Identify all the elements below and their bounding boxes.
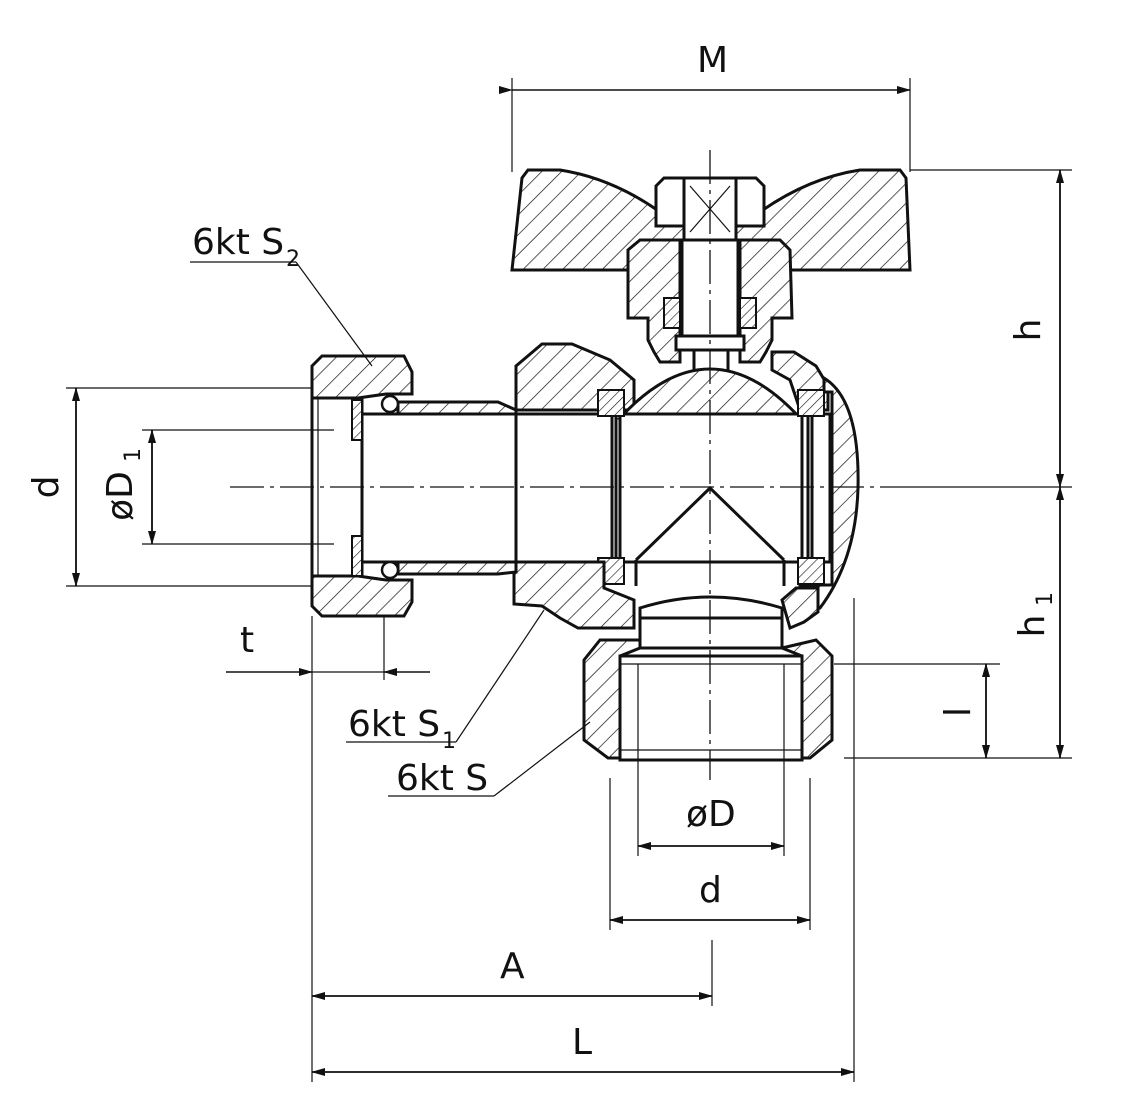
label-h1-sub: 1 [1033, 592, 1058, 606]
dimension-lines [66, 78, 1072, 1082]
center-lines [230, 150, 880, 780]
label-phi-d: øD [686, 794, 736, 835]
left-pipe-lower [396, 560, 518, 576]
body-bore [514, 412, 618, 564]
dimension-labels: M h h 1 l d øD 1 t 6kt S 2 6kt S 1 6kt S… [26, 40, 1058, 1063]
body-lower-right [780, 586, 820, 631]
left-pipe [396, 400, 518, 416]
body-lower-left [512, 560, 636, 630]
label-d-bottom: d [699, 870, 722, 911]
label-phi-d1-sub: 1 [121, 448, 146, 462]
label-l: l [938, 707, 979, 717]
label-6kt-s2-sub: 2 [286, 247, 300, 272]
outlet-thread [618, 654, 804, 762]
bonnet-right [738, 238, 794, 364]
o-ring-bottom [380, 560, 400, 580]
union-nut-lower [310, 574, 414, 618]
label-h: h [1008, 319, 1049, 342]
outlet-dome [638, 595, 784, 620]
label-m: M [697, 40, 728, 81]
union-nut [310, 354, 414, 400]
seat-right-bottom [797, 557, 825, 585]
bonnet [626, 238, 682, 364]
seat-right-top [797, 389, 825, 417]
label-6kt-s2: 6kt S [192, 222, 284, 263]
label-d-left: d [26, 476, 67, 499]
seat-left-top [597, 389, 625, 417]
outlet-neck [638, 616, 784, 650]
o-ring-top [380, 394, 400, 414]
label-6kt-s1: 6kt S [348, 704, 440, 745]
valve-body [310, 168, 912, 762]
stem-seal-right [739, 297, 757, 329]
label-a: A [500, 946, 525, 987]
stem-seal-left [663, 297, 681, 329]
label-h1: h [1012, 615, 1053, 638]
label-t: t [240, 620, 254, 661]
gasket-bottom [351, 535, 363, 577]
label-l-total: L [572, 1022, 592, 1063]
gasket-top [351, 399, 363, 441]
ball-bore [634, 485, 786, 562]
label-phi-d1: øD [100, 471, 141, 521]
label-6kt-s1-sub: 1 [442, 729, 456, 754]
label-6kt-s: 6kt S [396, 758, 488, 799]
